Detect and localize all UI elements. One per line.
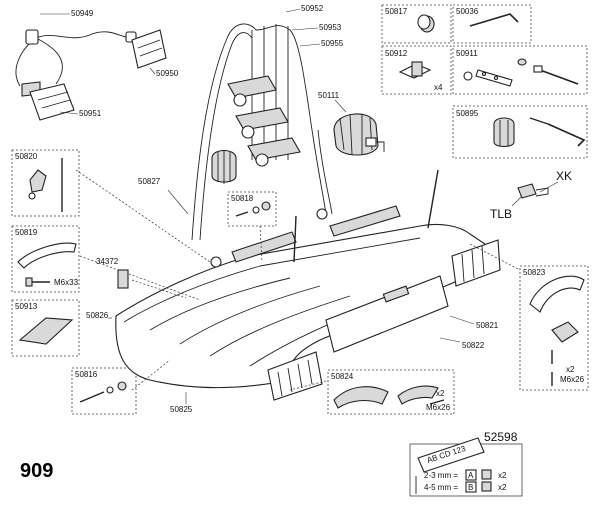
label-50036: 50036 xyxy=(456,7,479,16)
label-50818: 50818 xyxy=(231,194,254,203)
box-50911: 50911 xyxy=(452,45,588,95)
label-50820: 50820 xyxy=(15,152,38,161)
lights-wiring-group: 50949 50950 50951 xyxy=(15,9,179,121)
label-50825: 50825 xyxy=(170,405,193,414)
row2-letter: B xyxy=(468,483,473,492)
label-m6x26-a: M6x26 xyxy=(560,375,585,384)
label-m6x33: M6x33 xyxy=(54,278,79,287)
box-50818: 50818 xyxy=(227,191,277,227)
label-50951: 50951 xyxy=(79,109,102,118)
box-50895: 50895 xyxy=(452,105,588,159)
box-50820: 50820 xyxy=(11,149,80,217)
label-x2-a: x2 xyxy=(566,365,575,374)
label-50953: 50953 xyxy=(319,23,342,32)
box-52598: 52598 AB CD 123 2-3 mm = A x2 4-5 mm = B… xyxy=(409,430,523,497)
model-number: 909 xyxy=(20,460,53,482)
upright-frame-group: 50952 50953 50955 50827 xyxy=(138,4,344,241)
box-50912: 50912 x4 xyxy=(381,45,452,95)
carrier-body-group: 34372 50826 50821 50822 50825 xyxy=(75,169,521,414)
box-50036: 50036 xyxy=(452,4,532,44)
box-50817: 50817 xyxy=(381,4,452,44)
row1-qty: x2 xyxy=(498,471,507,480)
label-50950: 50950 xyxy=(156,69,179,78)
box-50913: 50913 xyxy=(11,299,80,357)
label-tlb: TLB xyxy=(490,207,512,221)
label-xk: XK xyxy=(556,169,572,183)
label-50912: 50912 xyxy=(385,49,408,58)
box-50819: 50819 M6x33 xyxy=(11,225,80,293)
label-50817: 50817 xyxy=(385,7,408,16)
label-50911: 50911 xyxy=(456,49,478,58)
label-50822: 50822 xyxy=(462,341,485,350)
label-50816: 50816 xyxy=(75,370,98,379)
label-m6x26-b: M6x26 xyxy=(426,403,451,412)
box-50823: 50823 x2 M6x26 xyxy=(519,265,589,391)
row2-label: 4-5 mm = xyxy=(424,483,458,492)
label-50955: 50955 xyxy=(321,39,344,48)
label-50827: 50827 xyxy=(138,177,161,186)
label-50826: 50826 xyxy=(86,311,109,320)
row1-label: 2-3 mm = xyxy=(424,471,458,480)
label-50824: 50824 xyxy=(331,372,354,381)
box-50824: 50824 x2 M6x26 xyxy=(327,369,455,415)
row1-letter: A xyxy=(468,471,474,480)
key-group: XK TLB xyxy=(490,169,572,221)
label-x4: x4 xyxy=(434,83,443,92)
label-50823: 50823 xyxy=(523,268,546,277)
label-50913: 50913 xyxy=(15,302,38,311)
label-50952: 50952 xyxy=(301,4,324,13)
label-50949: 50949 xyxy=(71,9,94,18)
label-50819: 50819 xyxy=(15,228,38,237)
label-x2-b: x2 xyxy=(436,389,445,398)
lock-knob-group: 50111 xyxy=(318,91,385,156)
label-34372: 34372 xyxy=(96,257,119,266)
label-50895: 50895 xyxy=(456,109,479,118)
label-52598: 52598 xyxy=(484,430,518,444)
row2-qty: x2 xyxy=(498,483,507,492)
label-50111: 50111 xyxy=(318,91,340,100)
label-50821: 50821 xyxy=(476,321,499,330)
box-50816: 50816 xyxy=(71,367,137,415)
